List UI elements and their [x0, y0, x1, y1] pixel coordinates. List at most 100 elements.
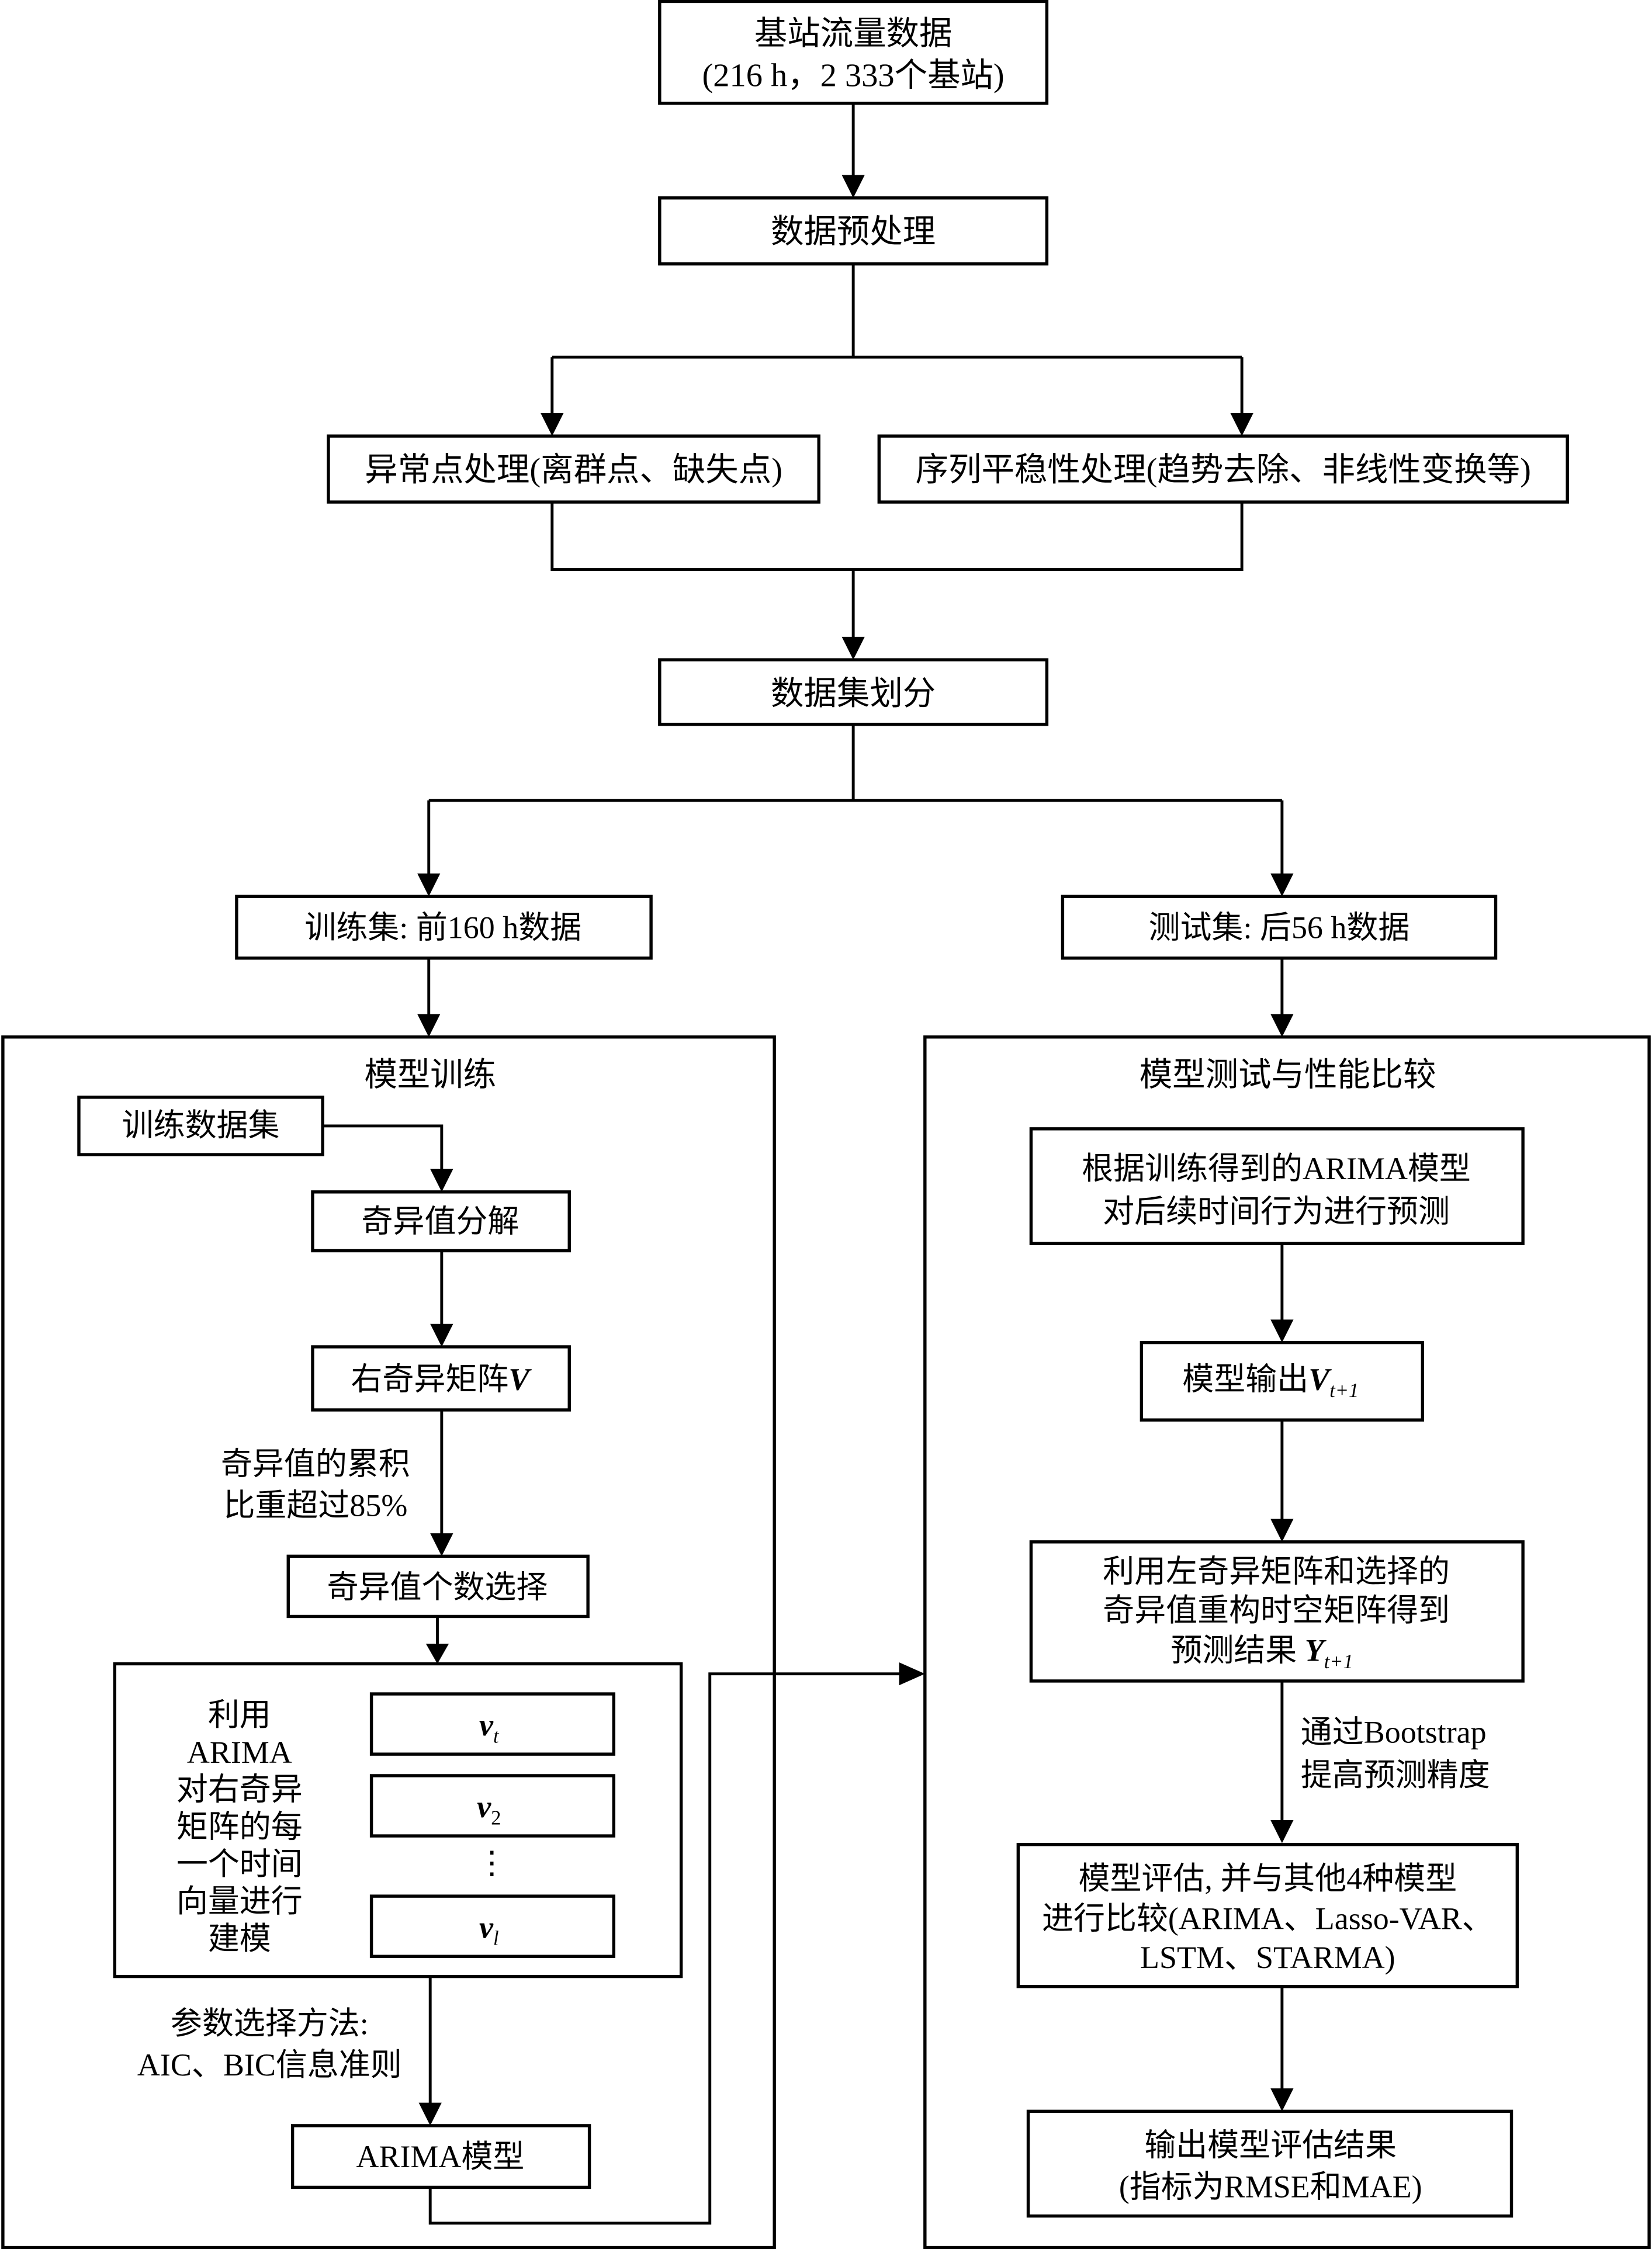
arrow-head-icon	[899, 1662, 925, 1686]
node-reconstruct-line1: 利用左奇异矩阵和选择的	[1103, 1554, 1450, 1589]
arrow-head-icon	[541, 413, 564, 436]
arrow-head-icon	[1270, 1519, 1294, 1542]
svg-text:预测结果 Yt+1: 预测结果 Yt+1	[1170, 1633, 1353, 1673]
vector-symbol: v	[479, 1910, 494, 1945]
node-output-results-line2: (指标为RMSE和MAE)	[1119, 2170, 1422, 2205]
panel-testing-title: 模型测试与性能比较	[1140, 1057, 1436, 1093]
arrow-head-icon	[418, 2102, 442, 2126]
node-source-line2: (216 h，2 333个基站)	[702, 57, 1005, 93]
arima-note-line6: 向量进行	[176, 1884, 303, 1919]
node-select-count-label: 奇异值个数选择	[327, 1570, 548, 1605]
vector-box-l: vl	[369, 1894, 616, 1958]
node-model-output: 模型输出Vt+1	[1140, 1340, 1425, 1422]
node-outlier: 异常点处理(离群点、缺失点)	[327, 434, 820, 504]
cum-note-line1: 奇异值的累积	[221, 1446, 410, 1481]
connector-arima-to-testing	[428, 1672, 901, 2225]
vector-symbol: v	[477, 1789, 491, 1824]
node-reconstruct-line2: 奇异值重构时空矩阵得到	[1103, 1593, 1450, 1628]
arrow-head-icon	[841, 175, 865, 198]
output-subscript: t+1	[1329, 1380, 1359, 1402]
node-outlier-label: 异常点处理(离群点、缺失点)	[365, 452, 782, 488]
node-right-matrix-label: 右奇异矩阵	[351, 1362, 508, 1397]
node-stationarity: 序列平稳性处理(趋势去除、非线性变换等)	[877, 434, 1569, 504]
vector-box-t: vt	[369, 1692, 616, 1756]
param-note-line1: 参数选择方法:	[171, 2006, 369, 2041]
node-arima-model-label: ARIMA模型	[356, 2139, 524, 2174]
bootstrap-note-line2: 提高预测精度	[1301, 1758, 1490, 1793]
output-symbol-v: V	[1308, 1362, 1332, 1397]
node-model-output-label: 模型输出	[1182, 1362, 1308, 1397]
arima-note-line3: 对右奇异	[176, 1772, 303, 1807]
arrow-head-icon	[1270, 873, 1294, 897]
node-preprocess-label: 数据预处理	[771, 214, 936, 250]
node-predict: 根据训练得到的ARIMA模型 对后续时间行为进行预测	[1029, 1127, 1525, 1245]
node-evaluate-line2: 进行比较(ARIMA、Lasso-VAR、	[1042, 1901, 1494, 1936]
node-evaluate: 模型评估, 并与其他4种模型 进行比较(ARIMA、Lasso-VAR、 LST…	[1016, 1843, 1519, 1988]
vector-symbol: v	[479, 1707, 494, 1742]
connector-split-sets	[427, 724, 1284, 876]
arrow-head-icon	[1270, 1014, 1294, 1037]
node-evaluate-line1: 模型评估, 并与其他4种模型	[1078, 1861, 1457, 1896]
node-split: 数据集划分	[658, 658, 1049, 726]
svg-text:vt: vt	[479, 1707, 500, 1747]
vector-box-2: v2	[369, 1774, 616, 1838]
vector-subscript: l	[493, 1928, 499, 1950]
svg-text:vl: vl	[479, 1910, 499, 1949]
vector-subscript: 2	[491, 1807, 501, 1829]
connector-traindata-svd	[323, 1124, 444, 1172]
arrow-head-icon	[1270, 2088, 1294, 2112]
vector-subscript: t	[493, 1725, 500, 1747]
arrow-head-icon	[841, 636, 865, 660]
node-train-set: 训练集: 前160 h数据	[235, 895, 653, 960]
node-source-line1: 基站流量数据	[754, 16, 953, 52]
node-train-data-label: 训练数据集	[122, 1108, 280, 1143]
arrow-head-icon	[417, 1014, 441, 1037]
svg-text:模型输出Vt+1: 模型输出Vt+1	[1182, 1362, 1359, 1402]
node-right-matrix: 右奇异矩阵V	[311, 1345, 571, 1412]
arrow-head-icon	[417, 873, 441, 897]
cum-note-line2: 比重超过85%	[223, 1488, 407, 1523]
node-stationarity-label: 序列平稳性处理(趋势去除、非线性变换等)	[916, 452, 1531, 488]
group-arima-modeling: 利用 ARIMA 对右奇异 矩阵的每 一个时间 向量进行 建模 vt v2 ⋮ …	[113, 1662, 683, 1978]
node-source: 基站流量数据 (216 h，2 333个基站)	[658, 0, 1049, 105]
arrow-head-icon	[1270, 1820, 1294, 1843]
node-test-set-label: 测试集: 后56 h数据	[1149, 910, 1410, 945]
arima-note-line1: 利用	[208, 1697, 271, 1732]
result-subscript: t+1	[1324, 1651, 1353, 1673]
arrow-head-icon	[1230, 413, 1253, 436]
node-predict-line1: 根据训练得到的ARIMA模型	[1082, 1151, 1471, 1186]
param-note-line2: AIC、BIC信息准则	[137, 2047, 402, 2082]
arrow-head-icon	[425, 1644, 449, 1664]
node-predict-line2: 对后续时间行为进行预测	[1103, 1194, 1450, 1229]
node-arima-model: ARIMA模型	[290, 2124, 591, 2189]
node-split-label: 数据集划分	[771, 675, 936, 712]
node-select-count: 奇异值个数选择	[286, 1554, 590, 1619]
matrix-symbol-v: V	[508, 1362, 532, 1397]
bootstrap-note-line1: 通过Bootstrap	[1301, 1714, 1487, 1749]
arima-note-line7: 建模	[208, 1921, 271, 1956]
node-svd: 奇异值分解	[311, 1190, 571, 1253]
arrow-head-icon	[430, 1323, 453, 1347]
arrow-head-icon	[430, 1169, 453, 1192]
connector-preprocess-branches	[550, 264, 1244, 416]
arima-note-line5: 一个时间	[176, 1846, 303, 1881]
node-output-results-line1: 输出模型评估结果	[1144, 2127, 1397, 2163]
node-preprocess: 数据预处理	[658, 196, 1049, 266]
node-test-set: 测试集: 后56 h数据	[1061, 895, 1498, 960]
connector-branches-merge	[550, 502, 1244, 640]
panel-training: 模型训练 训练数据集 奇异值分解 右奇异矩阵V 奇异值的累积 比重超过85% 奇…	[1, 1035, 776, 2249]
node-train-set-label: 训练集: 前160 h数据	[304, 910, 581, 945]
panel-training-title: 模型训练	[364, 1057, 496, 1093]
arima-note-line2: ARIMA	[187, 1735, 292, 1770]
node-evaluate-line3: LSTM、STARMA)	[1140, 1940, 1395, 1975]
arrow-head-icon	[430, 1533, 453, 1557]
node-reconstruct-line3: 预测结果	[1170, 1633, 1304, 1668]
node-output-results: 输出模型评估结果 (指标为RMSE和MAE)	[1026, 2109, 1514, 2218]
vertical-ellipsis: ⋮	[476, 1845, 508, 1880]
svg-text:右奇异矩阵V: 右奇异矩阵V	[351, 1362, 532, 1397]
arrow-head-icon	[1270, 1319, 1294, 1343]
panel-testing: 模型测试与性能比较 根据训练得到的ARIMA模型 对后续时间行为进行预测 模型输…	[923, 1035, 1651, 2249]
node-reconstruct: 利用左奇异矩阵和选择的 奇异值重构时空矩阵得到 预测结果 Yt+1	[1029, 1540, 1525, 1683]
arima-note-line4: 矩阵的每	[176, 1809, 303, 1844]
